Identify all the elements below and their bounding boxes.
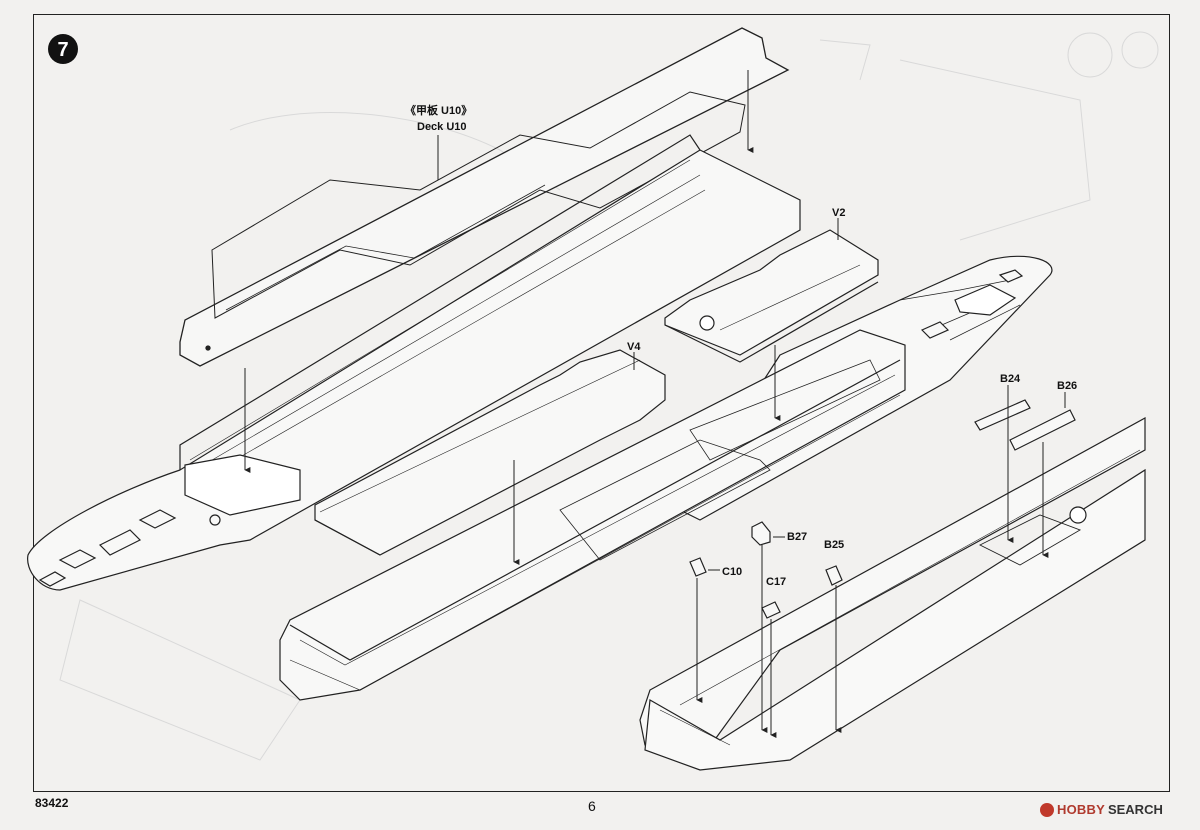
page-number: 6 [588,798,596,814]
b26-part [1009,409,1076,451]
hull-section-middle [279,329,906,701]
watermark: HOBBY SEARCH [1040,802,1163,817]
watermark-brand: HOBBY [1057,802,1105,817]
label-deck-en: Deck U10 [417,121,467,133]
small-parts [689,399,1076,619]
step-badge: 7 [48,34,78,64]
label-b24: B24 [1000,373,1021,385]
hobby-search-logo-icon [1040,802,1054,817]
c10-part [689,557,707,577]
label-b25: B25 [824,539,844,551]
c17-part [761,601,781,619]
watermark-search: SEARCH [1107,802,1163,817]
deck-u10-part [179,27,790,367]
label-v4: V4 [627,341,641,353]
v2-part [664,229,879,363]
assembly-arrows [244,70,1066,738]
label-c17: C17 [766,576,786,588]
label-c10: C10 [722,566,742,578]
product-code: 83422 [35,796,69,810]
b25-part [825,565,843,586]
b27-part [751,521,771,546]
label-deck-cn: 《甲板 U10》 [405,103,472,117]
hull-section-left [27,134,801,591]
b24-part [974,399,1031,431]
label-v2: V2 [832,207,845,219]
ghost-background [59,31,1159,761]
hull-section-stern [639,416,1146,771]
step-number: 7 [57,39,68,61]
page-frame [33,14,1170,792]
label-b27: B27 [787,531,807,543]
label-b26: B26 [1057,380,1077,392]
v4-part [314,349,666,556]
